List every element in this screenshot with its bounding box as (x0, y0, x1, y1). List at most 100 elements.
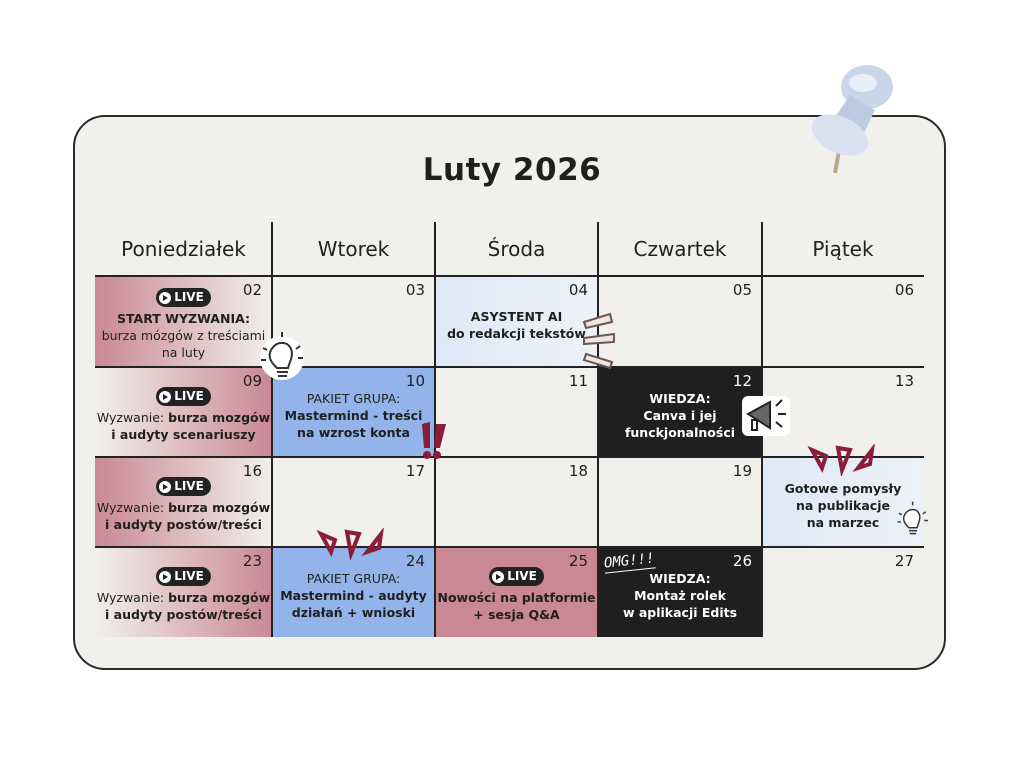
day-cell-24[interactable]: 24 PAKIET GRUPA: Mastermind - audyty dzi… (272, 547, 435, 637)
play-icon (159, 480, 172, 493)
play-icon (159, 291, 172, 304)
live-badge: LIVE (156, 477, 211, 496)
day-number: 27 (894, 552, 914, 570)
day-number: 04 (568, 281, 588, 299)
play-icon (159, 390, 172, 403)
day-cell-06[interactable]: 06 (762, 276, 924, 367)
event-label: PAKIET GRUPA: (306, 390, 401, 406)
event-title: burza mozgów (168, 500, 271, 515)
play-icon (492, 570, 505, 583)
day-number: 10 (405, 372, 425, 390)
day-number: 16 (242, 462, 262, 480)
day-number: 03 (405, 281, 425, 299)
day-number: 23 (242, 552, 262, 570)
event-text: na publikacje (796, 497, 890, 513)
event-title: START WYZWANIA: (117, 311, 250, 326)
day-cell-23[interactable]: 23 LIVE Wyzwanie: burza mozgów i audyty … (95, 547, 272, 637)
event-text: na luty (161, 345, 206, 360)
event-prefix: Wyzwanie: (96, 500, 169, 515)
grid-line (95, 275, 924, 277)
weekday-thursday: Czwartek (633, 236, 727, 261)
weekday-tuesday: Wtorek (317, 236, 390, 261)
day-number: 25 (568, 552, 588, 570)
event-text: w aplikacji Edits (622, 604, 738, 620)
event-text: na wzrost konta (297, 424, 410, 440)
day-cell-25[interactable]: 25 LIVE Nowości na platformie + sesja Q&… (435, 547, 598, 637)
lightbulb-icon (897, 501, 928, 535)
live-badge: LIVE (156, 288, 211, 307)
play-icon (159, 570, 172, 583)
event-title: Canva i jej (643, 407, 717, 423)
day-cell-17[interactable]: 17 (272, 457, 435, 547)
weekday-monday: Poniedziałek (121, 236, 246, 261)
exclamation-icon (422, 422, 446, 459)
event-title: Mastermind - treści (284, 407, 423, 423)
day-number: 17 (405, 462, 425, 480)
lightbulb-icon (260, 332, 304, 380)
arrows-down-icon (807, 444, 875, 476)
event-title: burza mozgów (168, 410, 271, 425)
event-text: i audyty postów/treści (105, 607, 262, 622)
grid-line (597, 222, 599, 637)
day-cell-27[interactable]: 27 (762, 547, 924, 637)
day-cell-19[interactable]: 19 (598, 457, 762, 547)
event-prefix: Wyzwanie: (96, 590, 169, 605)
day-cell-04[interactable]: 04 ASYSTENT AI do redakcji tekstów (435, 276, 598, 367)
burst-lines-icon (582, 312, 615, 370)
omg-sticker: OMG!!! (603, 550, 656, 574)
event-text: + sesja Q&A (473, 607, 560, 622)
day-number: 24 (405, 552, 425, 570)
arrows-down-icon (316, 528, 384, 560)
day-number: 13 (894, 372, 914, 390)
event-text: na marzec (806, 514, 880, 530)
grid-line (95, 366, 924, 368)
day-cell-26[interactable]: 26 OMG!!! WIEDZA: Montaż rolek w aplikac… (598, 547, 762, 637)
pushpin-icon (811, 65, 893, 174)
event-text: do redakcji tekstów (447, 325, 586, 341)
event-title: Montaż rolek (634, 587, 726, 603)
grid-line (271, 222, 273, 637)
day-number: 02 (242, 281, 262, 299)
day-number: 18 (568, 462, 588, 480)
day-cell-12[interactable]: 12 WIEDZA: Canva i jej funckjonalności (598, 367, 762, 457)
event-text: burza mózgów z treściami (101, 328, 266, 343)
day-number: 19 (732, 462, 752, 480)
weekday-friday: Piątek (812, 236, 874, 261)
event-text: i audyty scenariuszy (111, 427, 256, 442)
day-cell-03[interactable]: 03 (272, 276, 435, 367)
day-cell-02[interactable]: 02 LIVE START WYZWANIA: burza mózgów z t… (95, 276, 272, 367)
weekday-wednesday: Środa (487, 236, 546, 261)
event-label: PAKIET GRUPA: (306, 570, 401, 586)
day-cell-11[interactable]: 11 (435, 367, 598, 457)
day-number: 26 (732, 552, 752, 570)
live-badge: LIVE (156, 387, 211, 406)
live-badge: LIVE (156, 567, 211, 586)
event-text: działań + wnioski (291, 604, 416, 620)
event-text: i audyty postów/treści (105, 517, 262, 532)
day-number: 05 (732, 281, 752, 299)
event-label: WIEDZA: (649, 570, 711, 586)
day-number: 12 (732, 372, 752, 390)
megaphone-icon (742, 396, 790, 436)
event-title: Mastermind - audyty (280, 587, 427, 603)
day-number: 11 (568, 372, 588, 390)
event-title: Gotowe pomysły (784, 480, 902, 496)
grid-line (434, 222, 436, 637)
day-cell-13[interactable]: 13 (762, 367, 924, 457)
event-prefix: Wyzwanie: (96, 410, 169, 425)
event-text: funckjonalności (624, 424, 736, 440)
day-cell-18[interactable]: 18 (435, 457, 598, 547)
day-number: 06 (894, 281, 914, 299)
calendar-title: Luty 2026 (422, 152, 602, 188)
grid-line (95, 546, 924, 548)
live-badge: LIVE (489, 567, 544, 586)
grid-line (95, 456, 924, 458)
event-title: Nowości na platformie (437, 590, 596, 605)
event-title: burza mozgów (168, 590, 271, 605)
day-cell-16[interactable]: 16 LIVE Wyzwanie: burza mozgów i audyty … (95, 457, 272, 547)
day-cell-10[interactable]: 10 PAKIET GRUPA: Mastermind - treści na … (272, 367, 435, 457)
day-cell-05[interactable]: 05 (598, 276, 762, 367)
event-label: WIEDZA: (649, 390, 711, 406)
event-title: ASYSTENT AI (470, 308, 563, 324)
day-cell-09[interactable]: 09 LIVE Wyzwanie: burza mozgów i audyty … (95, 367, 272, 457)
